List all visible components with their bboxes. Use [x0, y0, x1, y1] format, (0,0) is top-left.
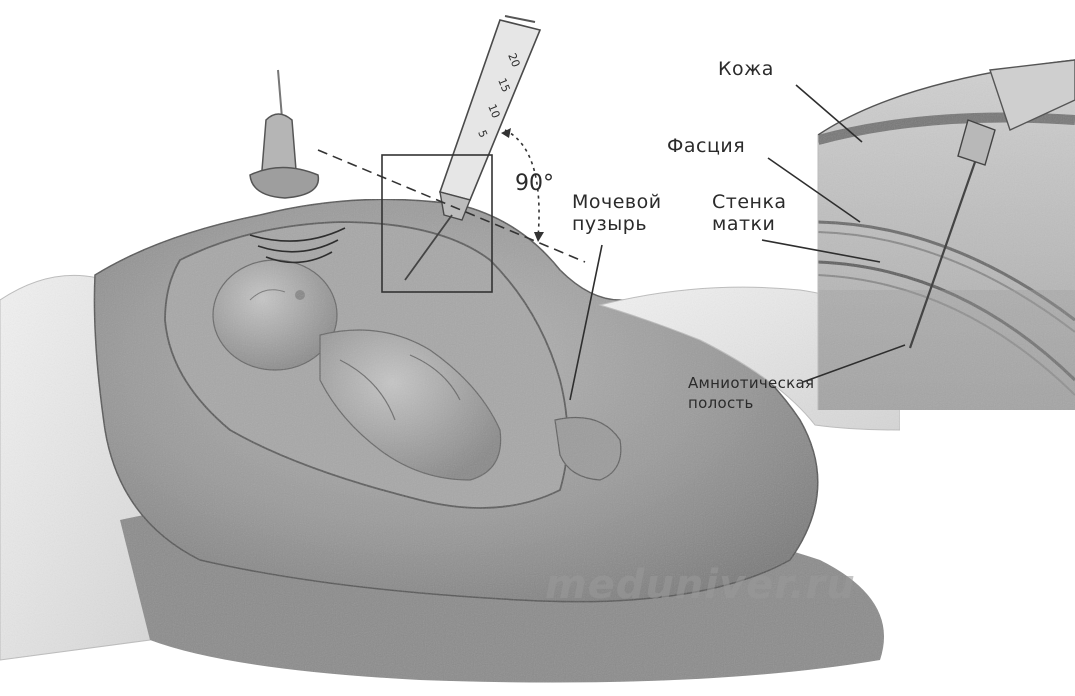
uterine-wall-label-line1: Стенка [712, 191, 787, 213]
angle-label: 90° [515, 171, 554, 196]
amniotic-label-line2: полость [688, 394, 754, 412]
bladder-label-line2: пузырь [572, 213, 647, 235]
skin-label: Кожа [718, 58, 774, 80]
patient-body [0, 199, 900, 682]
uterine-wall-label-line2: матки [712, 213, 775, 235]
fascia-label: Фасция [667, 135, 745, 157]
amniotic-label-line1: Амниотическая [688, 374, 814, 392]
watermark: meduniver.ru [545, 562, 856, 608]
bladder-label-line1: Мочевой [572, 191, 662, 213]
